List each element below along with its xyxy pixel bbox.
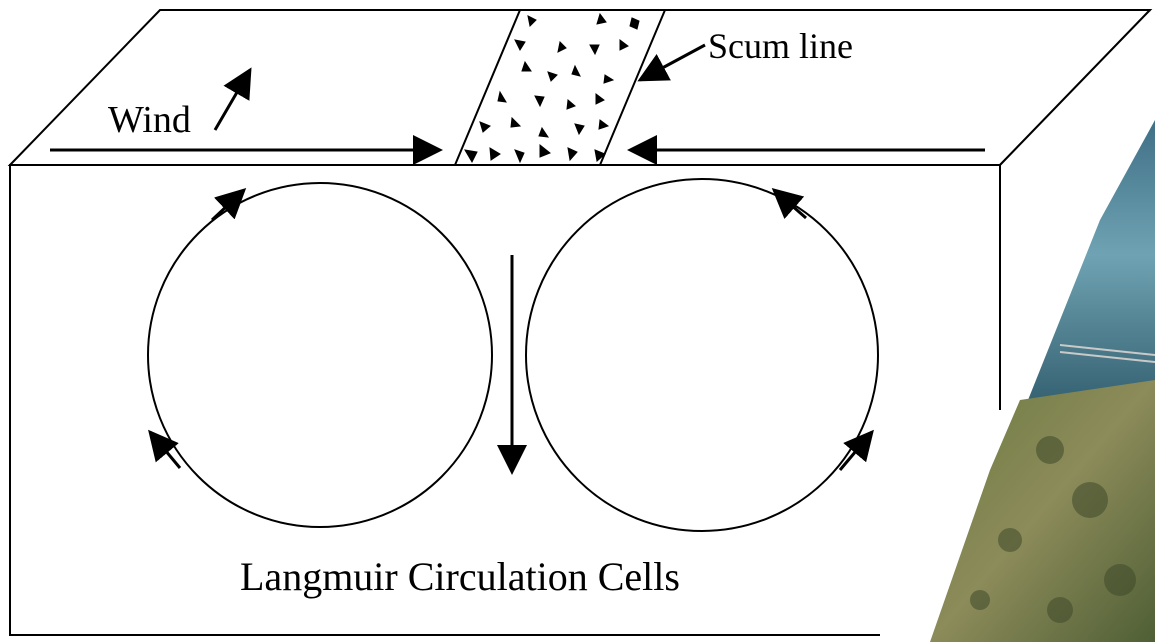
cell-right-bottom-arrow: [838, 429, 874, 471]
background-photo: [930, 120, 1155, 642]
wind-arrow: [213, 67, 252, 131]
cell-left-top-arrow: [210, 187, 247, 222]
circulation-cell-left: [147, 182, 493, 528]
photo-pier: [1059, 344, 1155, 363]
photo-shore: [930, 380, 1155, 642]
box-right-face: [1000, 10, 1150, 410]
scum-line-pointer-arrow: [637, 43, 706, 82]
diagram-caption: Langmuir Circulation Cells: [240, 554, 680, 599]
photo-shore-texture: [970, 436, 1136, 623]
cell-left-bottom-arrow: [148, 429, 182, 469]
box-front-face: [10, 165, 1000, 635]
cell-right-top-arrow: [771, 188, 807, 220]
photo-water: [1020, 120, 1155, 420]
scum-band: [453, 9, 667, 166]
scum-line-label: Scum line: [708, 26, 853, 66]
scum-particles: [464, 12, 640, 164]
box-front-outline: [9, 164, 1001, 636]
wind-label: Wind: [108, 99, 191, 141]
box-right-edge-top: [999, 9, 1151, 166]
circulation-cell-right: [525, 178, 879, 532]
